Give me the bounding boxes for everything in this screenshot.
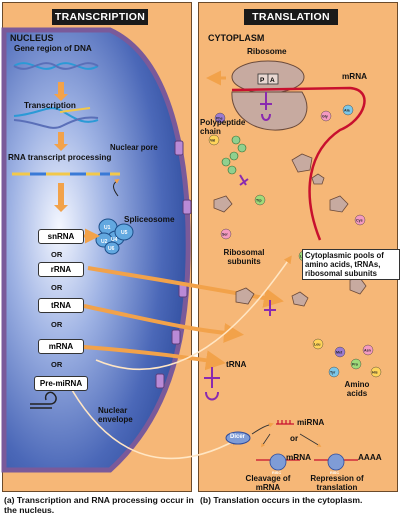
risc-shapes [269, 453, 345, 471]
ribosomal-subunits-label: Ribosomal subunits [223, 248, 265, 266]
ribosome-sites [257, 73, 279, 85]
or-label: OR [51, 283, 63, 292]
ribosomal-subunit-shapes [213, 153, 367, 307]
or-label: OR [51, 250, 63, 259]
dicer-label: Dicer [230, 434, 246, 440]
amino-acid-tag: Leu [314, 343, 320, 347]
caption-b: (b) Translation occurs in the cytoplasm. [200, 495, 363, 505]
u-label: U1 [104, 225, 111, 231]
cleavage-label: Cleavage of mRNA [245, 474, 291, 492]
amino-acid-tag: Val [210, 139, 215, 143]
premirna-box: Pre-miRNA [34, 376, 88, 391]
ribosome-label: Ribosome [247, 47, 287, 56]
caption-a: (a) Transcription and RNA processing occ… [4, 495, 194, 515]
repression-label: Repression of translation [310, 474, 364, 492]
nuclear-pore-label: Nuclear pore [110, 143, 158, 152]
dicer-shape [225, 431, 251, 445]
cytoplasm-label: CYTOPLASM [208, 33, 265, 43]
amino-acid-tag: Trp [256, 199, 262, 203]
trna-shapes [204, 92, 276, 401]
u-label: U2 [101, 239, 108, 245]
amino-acid-tag: Pro [352, 363, 359, 367]
amino-acid-tag: Gly [322, 115, 328, 119]
nuclear-pores [155, 140, 192, 389]
trna-label: tRNA [226, 360, 247, 369]
transcription-header: TRANSCRIPTION [52, 9, 148, 25]
or-lower-label: or [290, 434, 299, 443]
spliceosome-label: Spliceosome [124, 215, 175, 224]
trna-box: tRNA [38, 298, 84, 313]
amino-acids-label: Amino acids [344, 380, 370, 398]
amino-acid-tag: Asn [364, 349, 371, 353]
spliceosome [95, 218, 134, 255]
or-label: OR [51, 360, 63, 369]
mrna-lower-label: mRNA [286, 453, 312, 462]
u-label: U4 [111, 237, 118, 243]
nucleus-label: NUCLEUS [10, 33, 54, 43]
site-a-label: A [270, 77, 275, 84]
amino-acid-tag: His [372, 371, 378, 375]
snrna-box: snRNA [38, 229, 84, 244]
amino-acid-tag: Ser [222, 233, 228, 237]
pools-label: Cytoplasmic pools of amino acids, tRNAs,… [302, 249, 400, 280]
processing-label: RNA transcript processing [8, 153, 112, 162]
amino-acid-tag: Phe [216, 117, 223, 121]
polypeptide-label: Polypeptide chain [200, 118, 246, 136]
transcription-arrows [54, 82, 68, 212]
u-label: U6 [108, 246, 115, 252]
or-label: OR [51, 320, 63, 329]
amino-acid-tag: Cys [356, 219, 363, 223]
nuclear-envelope-label: Nuclear envelope [98, 406, 133, 424]
gene-region-label: Gene region of DNA [14, 44, 92, 53]
u-label: U5 [121, 230, 128, 236]
mirna-label: miRNA [297, 418, 325, 427]
transcription-bubble [13, 107, 99, 129]
rrna-box: rRNA [38, 262, 84, 277]
translation-header: TRANSLATION [244, 9, 338, 25]
nucleus [1, 27, 191, 473]
risc-label: RISC [272, 471, 281, 475]
transcription-label: Transcription [24, 101, 76, 110]
mrna-label: mRNA [342, 72, 368, 81]
amino-acid-tag: Met [336, 351, 343, 355]
dna-helix [13, 62, 99, 70]
polypeptide-beads [221, 135, 247, 175]
pre-mirna-hairpin [30, 391, 57, 409]
mrna-box: mRNA [38, 339, 84, 354]
site-p-label: P [260, 77, 265, 84]
export-arrows [83, 266, 284, 371]
amino-acid-tag: Tyr [330, 371, 336, 375]
amino-acid-dots [208, 104, 382, 378]
amino-acid-tag: Ala [344, 109, 351, 113]
aaaa-label: AAAA [358, 453, 382, 462]
mrna-strand [231, 86, 366, 241]
risc-label: RISC [330, 471, 339, 475]
